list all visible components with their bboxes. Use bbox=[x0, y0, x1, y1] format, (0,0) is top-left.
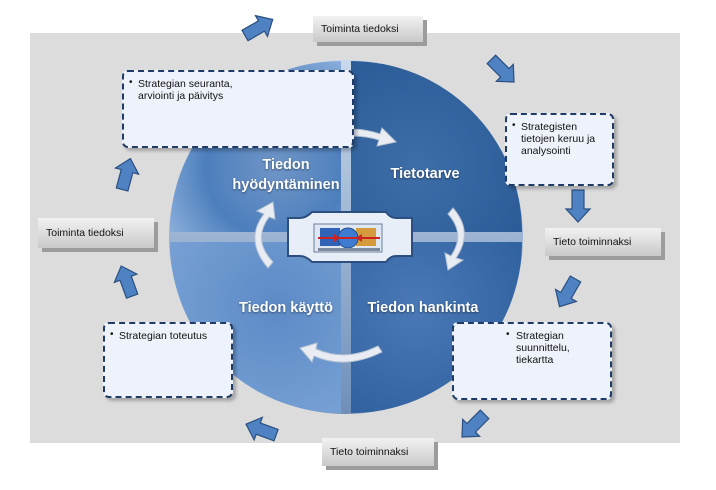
quadrant-label-top-right: Tietotarve bbox=[390, 166, 460, 182]
computer-network-icon bbox=[287, 211, 413, 263]
note-line: Strategian seuranta, bbox=[138, 78, 233, 90]
note-bullet: • bbox=[506, 329, 510, 340]
outer-arrow-right-lower bbox=[554, 275, 582, 308]
label-box-right: Tieto toiminnaksi bbox=[545, 228, 661, 256]
quadrant-label-top-left-line1: Tiedon bbox=[262, 157, 310, 173]
outer-arrow-bottom-right bbox=[461, 409, 490, 438]
outer-arrow-left-lower bbox=[113, 265, 139, 299]
outer-arrow-right-upper bbox=[564, 189, 592, 223]
label-box-left: Toiminta tiedoksi bbox=[38, 218, 154, 248]
note-line: suunnittelu, bbox=[516, 342, 570, 354]
note-line: Strategian toteutus bbox=[119, 330, 208, 342]
note-line: arviointi ja päivitys bbox=[138, 90, 224, 102]
note-bullet: • bbox=[110, 329, 114, 340]
note-strategic-data-collection: • Strategisten tietojen keruu ja analyso… bbox=[505, 113, 614, 186]
note-line: tiekartta bbox=[516, 354, 554, 366]
cycle-arrow-right bbox=[444, 207, 465, 271]
quadrant-top-right bbox=[351, 61, 522, 232]
label-box-top: Toiminta tiedoksi bbox=[313, 16, 423, 42]
quadrant-bottom-left bbox=[170, 242, 341, 413]
outer-arrow-top-left bbox=[241, 14, 274, 42]
note-strategy-planning: • Strategian suunnittelu, tiekartta bbox=[452, 322, 612, 400]
quadrant-label-bottom-left: Tiedon käyttö bbox=[239, 300, 333, 316]
quadrant-label-top-left: Tiedon hyödyntäminen bbox=[226, 155, 346, 195]
quadrant-bottom-right bbox=[351, 242, 522, 413]
note-strategy-implementation: • Strategian toteutus bbox=[103, 322, 233, 398]
quadrant-label-bottom-right: Tiedon hankinta bbox=[367, 300, 479, 316]
note-bullet: • bbox=[129, 77, 133, 88]
cycle-arrow-bottom bbox=[299, 342, 383, 363]
quadrant-label-top-left-line2: hyödyntäminen bbox=[232, 177, 340, 193]
note-line: Strategisten bbox=[521, 121, 578, 133]
outer-arrow-bottom-left bbox=[245, 416, 279, 442]
cycle-arrow-left bbox=[254, 201, 276, 269]
label-box-bottom: Tieto toiminnaksi bbox=[322, 438, 434, 466]
note-strategy-monitoring: • Strategian seuranta, arviointi ja päiv… bbox=[122, 70, 354, 148]
note-line: tietojen keruu ja bbox=[521, 133, 596, 145]
outer-arrow-top-right bbox=[486, 54, 515, 83]
note-bullet: • bbox=[512, 120, 516, 131]
note-line: Strategian bbox=[516, 330, 564, 342]
outer-arrow-left-upper bbox=[113, 157, 140, 192]
note-line: analysointi bbox=[521, 145, 571, 157]
